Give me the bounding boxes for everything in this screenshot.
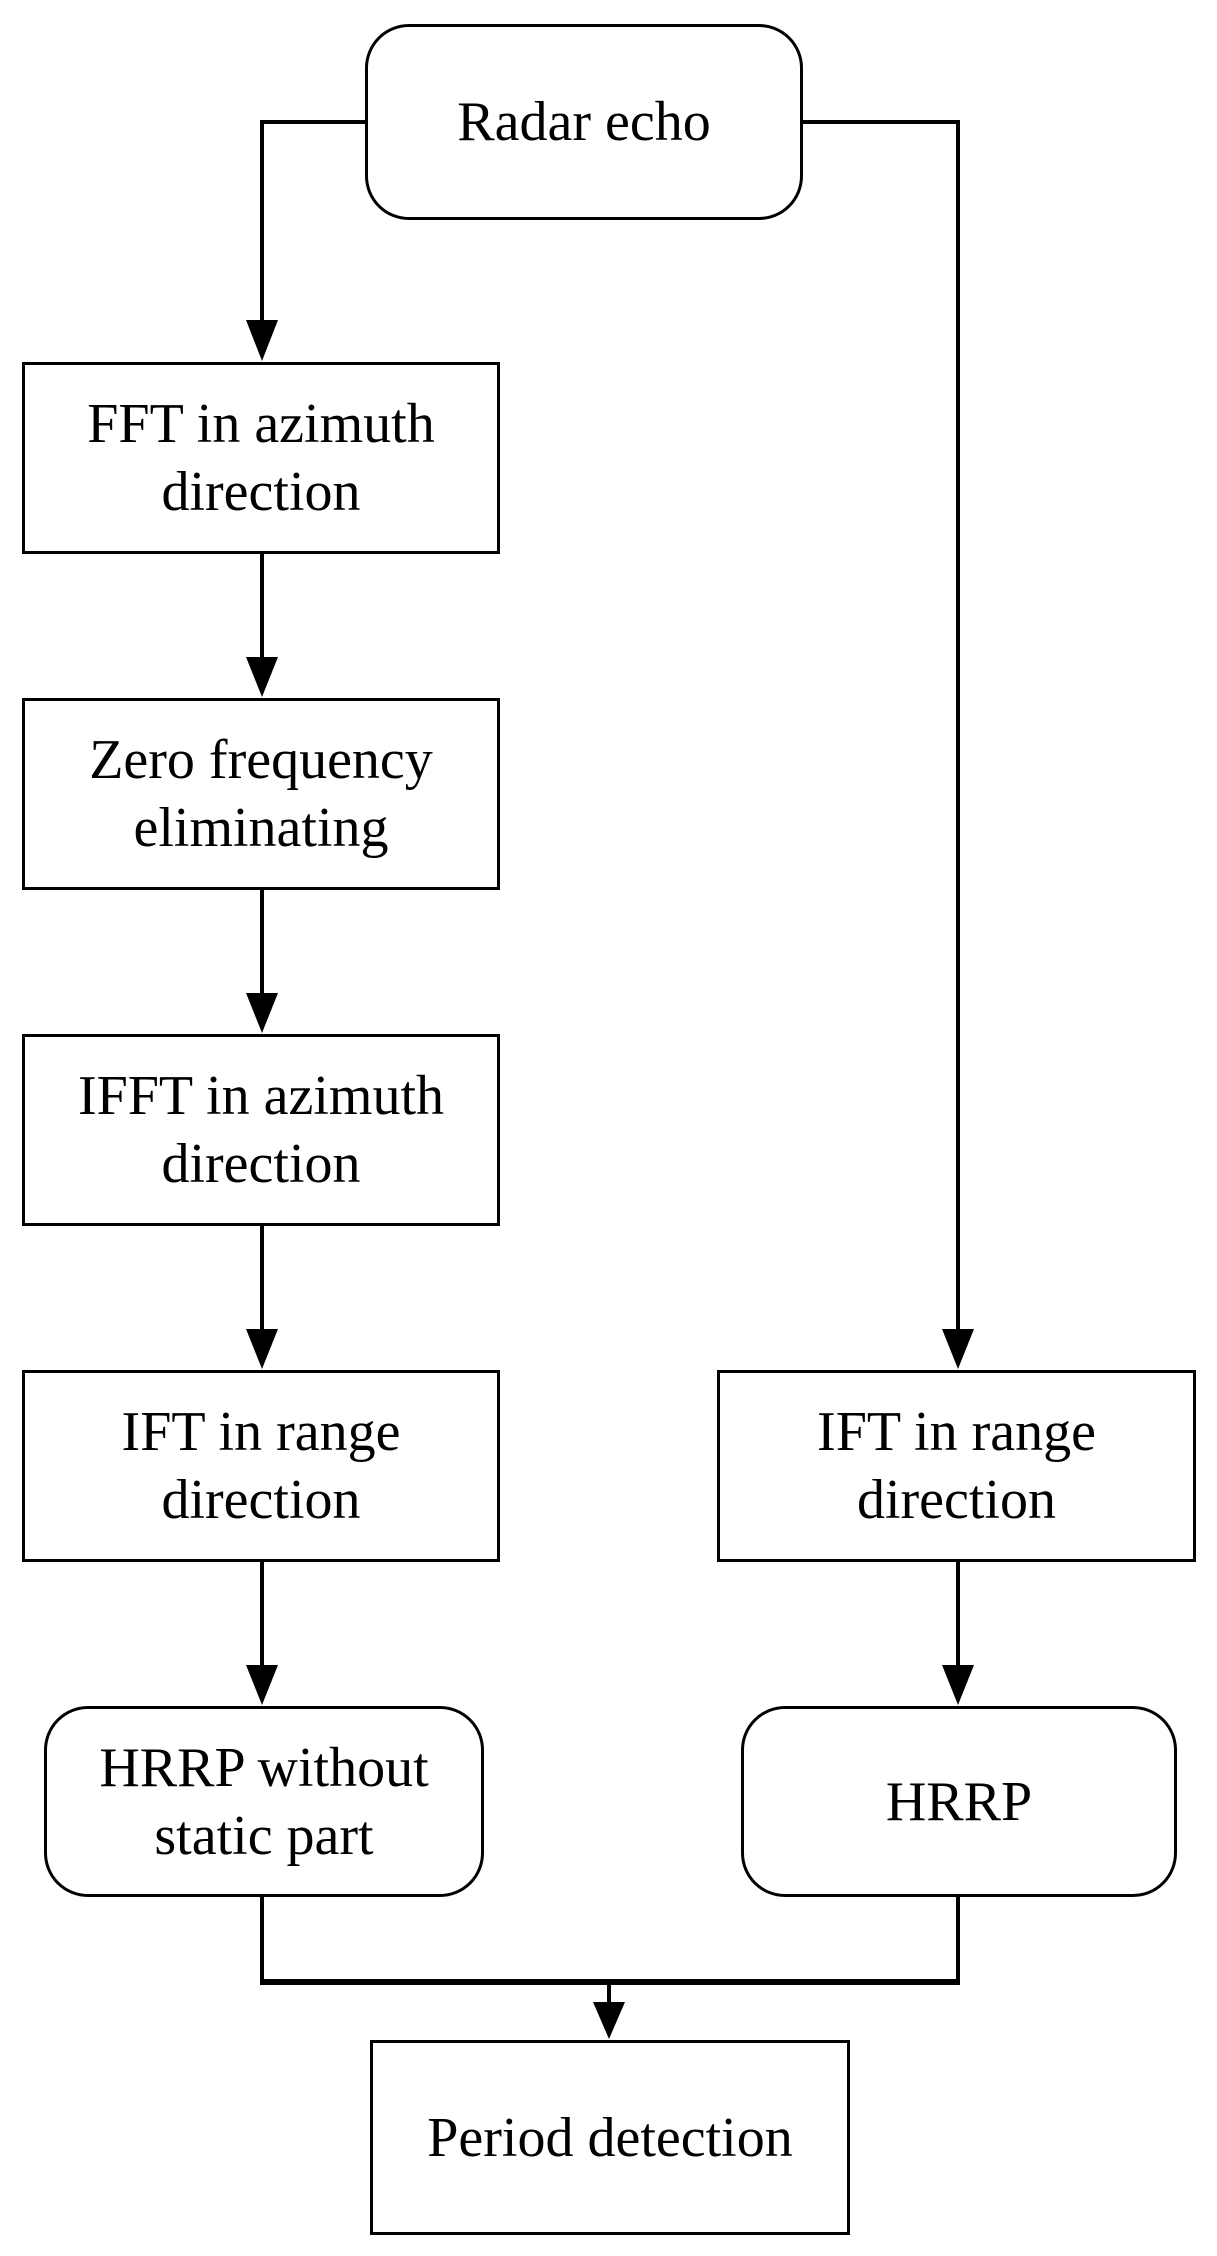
edge-radar-to-fft	[260, 120, 367, 322]
arrowhead-hrrp	[942, 1665, 974, 1705]
node-fft-azimuth-label: FFT in azimuth direction	[87, 393, 435, 523]
arrowhead-ift-left	[246, 1329, 278, 1369]
arrowhead-ift-right	[942, 1329, 974, 1369]
node-radar-echo: Radar echo	[365, 24, 803, 220]
arrowhead-hrrpws	[246, 1665, 278, 1705]
node-hrrp-label: HRRP	[885, 1770, 1033, 1833]
node-hrrp-without-static-label: HRRP without static part	[99, 1736, 429, 1867]
arrowhead-fft	[246, 320, 278, 361]
node-hrrp: HRRP	[741, 1706, 1177, 1897]
node-ifft-azimuth: IFFT in azimuth direction	[22, 1034, 500, 1226]
node-ifft-azimuth-label: IFFT in azimuth direction	[77, 1065, 445, 1195]
node-period-detection: Period detection	[370, 2040, 850, 2235]
node-zero-frequency-label: Zero frequency eliminating	[89, 729, 433, 859]
node-radar-echo-label: Radar echo	[457, 91, 711, 153]
node-fft-azimuth: FFT in azimuth direction	[22, 362, 500, 554]
node-ift-range-right: IFT in range direction	[717, 1370, 1196, 1562]
edge-radar-to-ift-right	[803, 120, 960, 1332]
node-period-detection-label: Period detection	[427, 2106, 793, 2169]
node-ift-range-left: IFT in range direction	[22, 1370, 500, 1562]
arrowhead-zero	[246, 657, 278, 697]
arrowhead-ifft	[246, 993, 278, 1033]
node-ift-range-left-label: IFT in range direction	[121, 1401, 401, 1531]
node-hrrp-without-static: HRRP without static part	[44, 1706, 484, 1897]
arrowhead-period	[593, 2002, 625, 2039]
node-zero-frequency: Zero frequency eliminating	[22, 698, 500, 890]
node-ift-range-right-label: IFT in range direction	[817, 1401, 1096, 1531]
